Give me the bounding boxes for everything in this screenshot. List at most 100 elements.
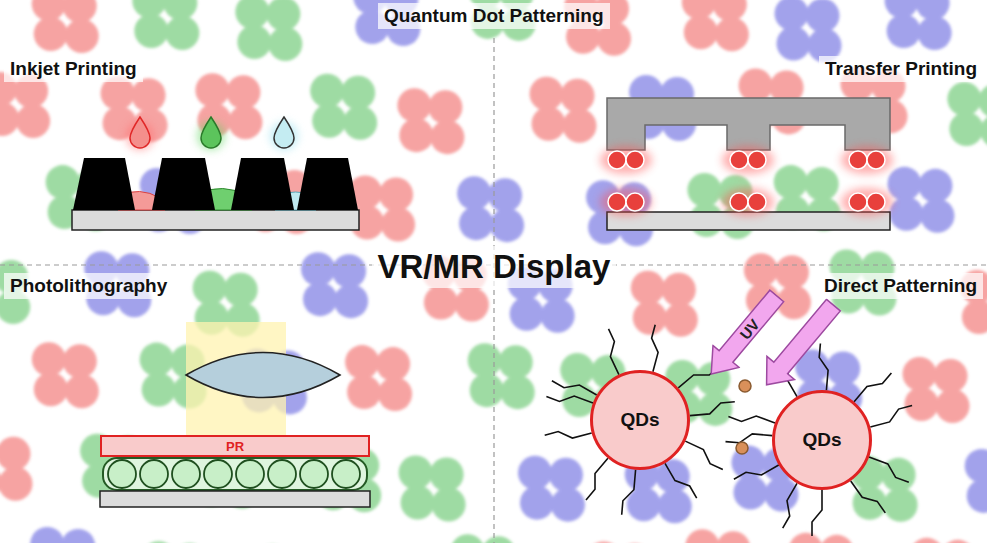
- ligand: [854, 373, 891, 402]
- background-dot: [312, 104, 346, 138]
- section-heading: Inkjet Printing: [4, 56, 143, 82]
- ligand: [622, 470, 636, 515]
- background-dot: [744, 253, 778, 287]
- background-dot: [633, 301, 667, 335]
- background-dot: [764, 477, 798, 511]
- background-dot: [903, 357, 937, 391]
- stamp: [607, 98, 890, 150]
- background-dot: [733, 475, 767, 509]
- divider-line: [493, 38, 494, 543]
- quantum-dot: [626, 193, 644, 211]
- background-dot: [132, 78, 166, 112]
- substrate: [72, 210, 359, 230]
- background-dot: [235, 0, 269, 29]
- background-dot: [560, 353, 594, 387]
- background-dot: [551, 488, 585, 522]
- photoresist-layer: PR: [100, 435, 370, 457]
- quantum-dot: [236, 460, 264, 488]
- quantum-dot-circle: QDs: [772, 390, 872, 490]
- background-dot: [430, 457, 464, 491]
- background-dot: [345, 345, 379, 379]
- background-dot: [499, 345, 533, 379]
- background-dot: [510, 297, 544, 331]
- qd-glow: [600, 146, 652, 174]
- background-dot: [887, 14, 921, 48]
- red-droplet: [126, 117, 154, 150]
- section-heading: Direct Patterning: [818, 273, 983, 299]
- background-dot: [587, 541, 621, 543]
- background-dot: [142, 541, 176, 543]
- background-dot: [65, 19, 99, 53]
- background-dot: [334, 284, 368, 318]
- background-dot: [0, 437, 30, 471]
- background-dot: [301, 252, 335, 286]
- background-dot: [399, 118, 433, 152]
- cyan-droplet: [270, 117, 298, 150]
- bank: [152, 158, 215, 210]
- background-dot: [820, 535, 854, 543]
- background-dot: [716, 531, 750, 543]
- background-dot: [887, 167, 921, 201]
- ligand: [734, 465, 779, 479]
- background-dot: [468, 343, 502, 377]
- ligand: [728, 416, 775, 423]
- ligand: [552, 381, 597, 395]
- ligand: [870, 406, 912, 428]
- substrate: [100, 491, 370, 507]
- background-dot: [332, 254, 366, 288]
- background-dot: [826, 351, 860, 385]
- background-dot: [774, 165, 808, 199]
- background-dot: [488, 178, 522, 212]
- ligand: [586, 458, 608, 500]
- ligand: [851, 481, 886, 513]
- background-dot: [789, 533, 823, 543]
- background-dot: [32, 342, 66, 376]
- quantum-dot: [608, 193, 626, 211]
- quantum-dot: [332, 460, 360, 488]
- background-dot: [541, 299, 575, 333]
- background-dot: [397, 88, 431, 122]
- background-dot: [378, 377, 412, 411]
- background-dot: [470, 373, 504, 407]
- background-dot: [376, 347, 410, 381]
- photolithography-illustration: [100, 322, 370, 507]
- background-dot: [658, 489, 692, 523]
- background-dot: [34, 372, 68, 406]
- background-dot: [918, 16, 952, 50]
- lens: [186, 353, 340, 398]
- transfer-illustration: [600, 98, 893, 230]
- ligand: [546, 396, 593, 403]
- background-dot: [684, 15, 718, 49]
- quantum-dot: [748, 151, 766, 169]
- background-dot: [884, 488, 918, 522]
- ligand: [685, 441, 723, 470]
- background-dot: [518, 456, 552, 490]
- background-dot: [980, 114, 987, 148]
- ligand: [812, 490, 822, 536]
- quantum-dot: [867, 193, 885, 211]
- background-dot: [193, 271, 227, 305]
- background-dot: [685, 529, 719, 543]
- title: Quantum Dot Patterning: [378, 3, 610, 29]
- ligand: [545, 432, 592, 439]
- ligand: [783, 483, 797, 528]
- background-dot: [687, 173, 721, 207]
- background-dot: [631, 271, 665, 305]
- background-dot: [310, 74, 344, 108]
- background-dot: [501, 375, 535, 409]
- ligand: [609, 329, 619, 375]
- qd-label: QDs: [620, 409, 659, 431]
- qd-glow: [722, 146, 774, 174]
- background-dot: [936, 389, 970, 423]
- qd-label: QDs: [802, 429, 841, 451]
- background-dot: [379, 178, 413, 212]
- background-dot: [140, 343, 174, 377]
- quantum-dot: [108, 460, 136, 488]
- background-dot: [343, 106, 377, 140]
- background-dot: [482, 536, 516, 543]
- background-dot: [195, 73, 229, 107]
- qd-pairs: [600, 146, 893, 216]
- background-dot: [266, 0, 300, 31]
- quantum-dot-circle: QDs: [590, 370, 690, 470]
